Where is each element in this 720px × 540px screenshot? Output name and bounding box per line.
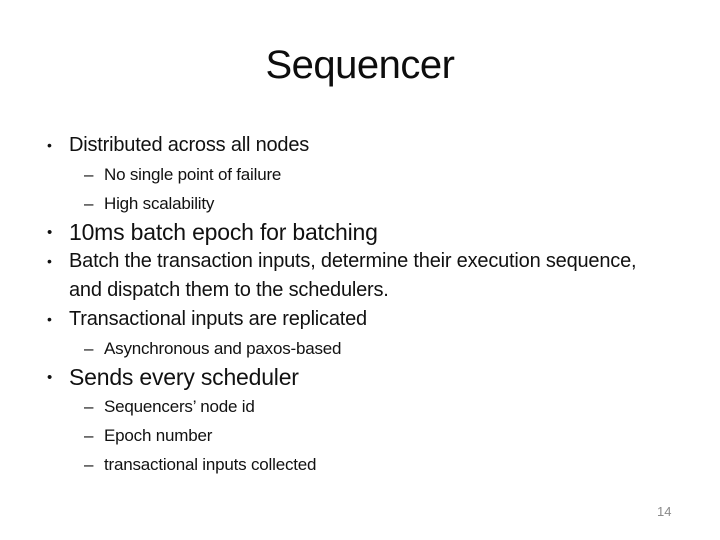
slide-title: Sequencer <box>265 43 455 87</box>
sub-bullet-item-text: Asynchronous and paxos-based <box>104 339 342 358</box>
sub-bullet-item: – Sequencers’ node id <box>0 392 660 421</box>
bullet-icon: • <box>47 311 52 327</box>
sub-bullet-item-text: Sequencers’ node id <box>104 397 255 416</box>
bullet-item-text: Distributed across all nodes <box>69 134 310 156</box>
bullet-icon: • <box>47 224 53 241</box>
sub-bullet-item-text: transactional inputs collected <box>104 455 317 474</box>
page-number: 14 <box>657 504 672 519</box>
bullet-item: • Transactional inputs are replicated <box>0 305 660 334</box>
bullet-item: • 10ms batch epoch for batching <box>0 218 660 247</box>
sub-bullet-item: – Epoch number <box>0 421 660 450</box>
dash-icon: – <box>84 455 94 474</box>
bullet-item-text: Batch the transaction inputs, determine … <box>69 250 637 301</box>
bullet-icon: • <box>47 137 52 153</box>
dash-icon: – <box>84 397 94 416</box>
dash-icon: – <box>84 339 94 358</box>
sub-bullet-item-text: Epoch number <box>104 426 213 445</box>
sub-bullet-item: – transactional inputs collected <box>0 450 660 479</box>
bullet-item: • Distributed across all nodes <box>0 131 660 160</box>
sub-bullet-item: – Asynchronous and paxos-based <box>0 334 660 363</box>
sub-bullet-item: – No single point of failure <box>0 160 660 189</box>
bullet-item-text: Sends every scheduler <box>69 364 299 390</box>
dash-icon: – <box>84 426 94 445</box>
bullet-icon: • <box>47 369 53 386</box>
bullet-item-text: 10ms batch epoch for batching <box>69 219 378 245</box>
sub-bullet-item-text: No single point of failure <box>104 165 282 184</box>
bullet-item-text: Transactional inputs are replicated <box>69 308 367 330</box>
sub-bullet-item: – High scalability <box>0 189 660 218</box>
bullet-item: • Batch the transaction inputs, determin… <box>0 247 660 305</box>
dash-icon: – <box>84 194 94 213</box>
sub-bullet-item-text: High scalability <box>104 194 215 213</box>
bullet-list: • Distributed across all nodes – No sing… <box>0 131 660 479</box>
bullet-item: • Sends every scheduler <box>0 363 660 392</box>
dash-icon: – <box>84 165 94 184</box>
bullet-icon: • <box>47 253 52 269</box>
